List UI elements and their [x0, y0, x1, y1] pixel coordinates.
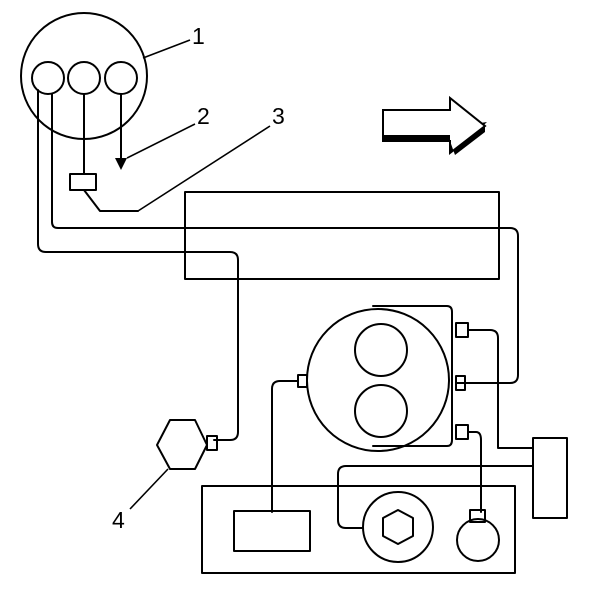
- restrictor-body: [69, 173, 97, 191]
- reservoir-body: [456, 518, 500, 562]
- restrictor-vent-hose: [83, 189, 139, 212]
- front-arrow-icon: [382, 95, 487, 156]
- vacuum-source-arrow: [115, 93, 127, 170]
- callout-leader-3: [137, 125, 271, 212]
- lower-valve: [233, 510, 311, 552]
- callout-label-4: 4: [112, 507, 125, 533]
- hose-to-sensor: [37, 89, 239, 441]
- vacuum-restrictor: [69, 93, 139, 212]
- hose-to-side-canister: [467, 329, 534, 449]
- hose-to-reservoir: [467, 431, 482, 513]
- module-chamber-upper: [354, 323, 408, 377]
- vacuum-reservoir: [456, 509, 500, 562]
- callout-label-2: 2: [197, 103, 210, 129]
- reservoir-port: [469, 509, 486, 523]
- hex-nut-icon: [382, 509, 414, 545]
- connector-port-center: [67, 61, 101, 95]
- module-port-upper-right: [455, 322, 469, 338]
- module-port-lower-right: [455, 424, 469, 440]
- callout-label-1: 1: [192, 23, 205, 49]
- connector-port-right: [104, 61, 138, 95]
- sensor-port: [206, 435, 218, 451]
- side-canister: [532, 437, 568, 519]
- module-port-right: [455, 375, 466, 391]
- lower-bracket: [201, 485, 516, 574]
- arrow-head-icon: [115, 158, 127, 170]
- intake-plenum-box: [184, 191, 500, 280]
- module-port-left: [297, 374, 308, 388]
- module-chamber-lower: [354, 384, 408, 438]
- callout-leader-1: [142, 39, 191, 59]
- connector-port-left: [31, 61, 65, 95]
- hose-to-module-right-port: [51, 93, 519, 384]
- hex-sensor-icon: [156, 419, 218, 470]
- module-housing: [306, 308, 450, 452]
- hose-to-lower-valve: [271, 380, 299, 513]
- callout-label-3: 3: [272, 103, 285, 129]
- hex-fitting: [362, 491, 434, 563]
- hose-loop-to-canister: [337, 465, 534, 529]
- callout-leader-4: [129, 468, 169, 510]
- callout-leader-2: [126, 123, 196, 159]
- vacuum-module: [297, 305, 469, 452]
